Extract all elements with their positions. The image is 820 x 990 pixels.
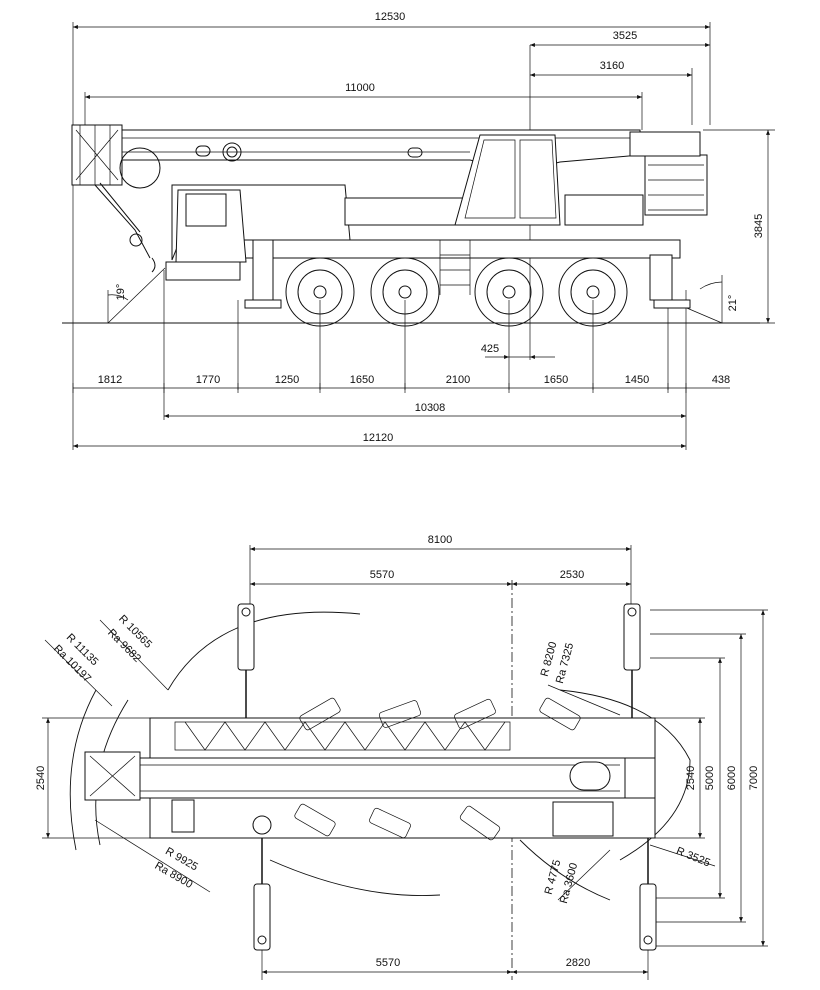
hoist-rope bbox=[94, 184, 151, 259]
operator-cab-top bbox=[552, 801, 614, 837]
counterweight-top bbox=[624, 757, 656, 799]
outriggers bbox=[237, 603, 657, 951]
dim-center-to-rear: 2530 bbox=[560, 569, 584, 581]
top-view: 8100 5570 2530 5570 2820 2540 2540 5000 … bbox=[35, 534, 768, 980]
dim-outrigger-width-2: 6000 bbox=[726, 766, 738, 790]
ladder bbox=[439, 240, 471, 295]
approach-angle: 19° bbox=[115, 284, 127, 301]
outrigger-front-right bbox=[253, 838, 271, 951]
dim-total-length: 12120 bbox=[363, 432, 394, 444]
crane-top-silhouette bbox=[84, 697, 656, 841]
outrigger-front-left bbox=[237, 603, 255, 718]
wheel-3 bbox=[474, 257, 544, 327]
swing-arc-outer bbox=[69, 689, 97, 851]
side-view: 12530 3525 3160 11000 3845 19° 21° 425 bbox=[62, 11, 775, 450]
wheel-2 bbox=[370, 257, 440, 327]
dim-segment-6: 1650 bbox=[544, 374, 568, 386]
front-bumper bbox=[165, 261, 241, 281]
ghost-tires bbox=[294, 697, 581, 841]
dim-outrigger-width-1: 5000 bbox=[704, 766, 716, 790]
rear-arc bbox=[519, 839, 611, 901]
swing-arc-top bbox=[167, 611, 361, 691]
dim-segment-3: 1250 bbox=[275, 374, 299, 386]
rear-counterweight bbox=[644, 154, 708, 216]
counterweight bbox=[564, 194, 644, 226]
segment-ticks bbox=[72, 383, 687, 393]
approach-angle-arc bbox=[107, 294, 129, 301]
wheel-1 bbox=[285, 257, 355, 327]
dim-boom-length: 11000 bbox=[345, 82, 375, 94]
dim-bottom-front-to-center: 5570 bbox=[376, 957, 400, 969]
counterweight-arc bbox=[559, 689, 691, 861]
dim-segment-7: 1450 bbox=[625, 374, 649, 386]
dim-outrigger-span-length: 10308 bbox=[415, 402, 446, 414]
dim-segment-4: 1650 bbox=[350, 374, 374, 386]
dim-outrigger-base: 8100 bbox=[428, 534, 452, 546]
operator-cab bbox=[454, 134, 561, 226]
dim-bottom-center-to-rear: 2820 bbox=[566, 957, 590, 969]
crane-side-silhouette bbox=[71, 124, 708, 309]
swing-arc-bottom bbox=[269, 859, 441, 896]
dim-rear-overhang: 3160 bbox=[600, 60, 624, 72]
departure-angle: 21° bbox=[727, 295, 739, 312]
dim-front-to-center: 5570 bbox=[370, 569, 394, 581]
dim-rear-overhang-total: 3525 bbox=[613, 30, 637, 42]
dim-width-right: 2540 bbox=[685, 766, 697, 790]
departure-angle-lines bbox=[667, 275, 723, 324]
outrigger-rear-right bbox=[639, 838, 657, 951]
dim-overall-length: 12530 bbox=[375, 11, 406, 23]
cab-window bbox=[185, 193, 227, 227]
departure-angle-arc bbox=[699, 281, 723, 290]
dim-segment-2: 1770 bbox=[196, 374, 220, 386]
wheels bbox=[285, 257, 628, 327]
dim-width-left: 2540 bbox=[35, 766, 47, 790]
dim-segment-5: 2100 bbox=[446, 374, 470, 386]
dim-segment-1: 1812 bbox=[98, 374, 122, 386]
wheel-4 bbox=[558, 257, 628, 327]
outrigger-rear-left bbox=[623, 603, 641, 718]
boom-top bbox=[134, 757, 626, 799]
dim-slew-offset: 425 bbox=[481, 343, 499, 355]
dim-outrigger-width-3: 7000 bbox=[748, 766, 760, 790]
dim-height: 3845 bbox=[753, 214, 765, 238]
radius-counterweight: R 3525 bbox=[674, 845, 711, 869]
dim-segment-8: 438 bbox=[712, 374, 730, 386]
approach-angle-lines bbox=[107, 267, 166, 324]
lattice-jib bbox=[174, 721, 511, 751]
